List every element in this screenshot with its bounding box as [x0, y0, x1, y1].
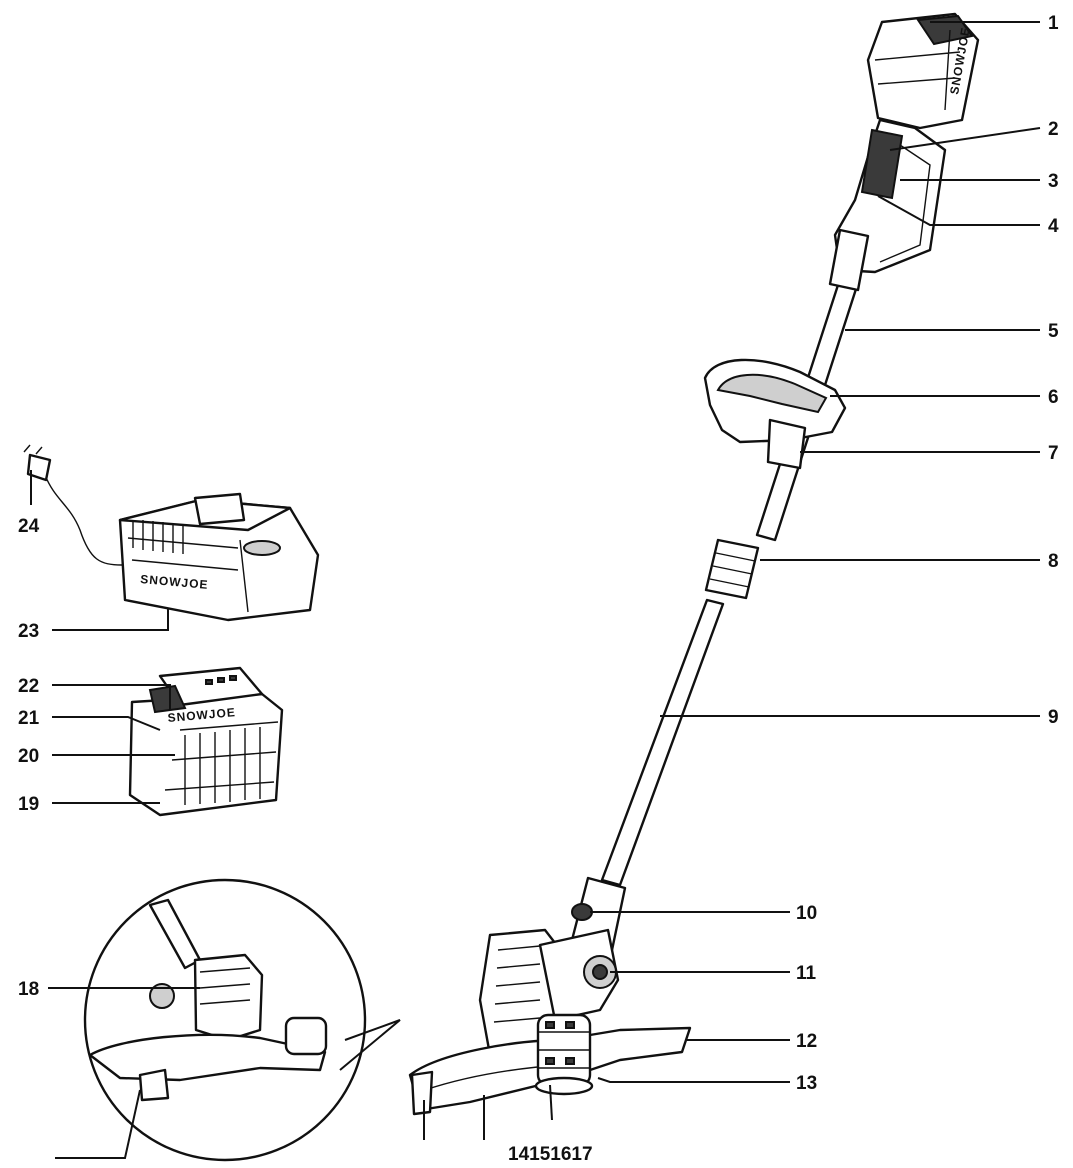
callout-13: 13: [796, 1073, 817, 1094]
charger-brand-label: SNOWJOE: [140, 572, 209, 592]
callout-10: 10: [796, 903, 817, 924]
callout-20: 20: [18, 746, 39, 767]
callout-1: 1: [1048, 13, 1059, 34]
lower-shaft: [600, 598, 725, 887]
battery-brand-label: SNOWJOE: [167, 705, 236, 725]
callout-labels: 1 2 3 4 5 6 7 8 9 10 11 12 13 14151617 1…: [18, 13, 1059, 1165]
callout-12: 12: [796, 1031, 817, 1052]
callout-7: 7: [1048, 443, 1059, 464]
shaft-coupler: [828, 228, 870, 292]
assist-handle-clamp: [766, 418, 807, 470]
battery-release-button: [148, 684, 187, 714]
leader-lines: [30, 21, 1041, 1159]
telescopic-collar: [704, 538, 760, 600]
callout-18: 18: [18, 979, 39, 1000]
callout-2: 2: [1048, 119, 1059, 140]
callout-8: 8: [1048, 551, 1059, 572]
handle-grip: [860, 128, 904, 200]
plug: [26, 453, 52, 482]
edging-wheel: [410, 1070, 434, 1116]
charger-illustration: SNOWJOE: [23, 444, 320, 622]
inset-spool: [284, 1016, 328, 1056]
callout-24: 24: [18, 516, 40, 537]
trimmer-illustration: SNOWJOE: [408, 12, 980, 1116]
inset-guard: [88, 1033, 327, 1082]
detail-inset: [83, 878, 401, 1162]
inset-motor: [193, 953, 264, 1042]
callout-21: 21: [18, 708, 40, 729]
callout-4: 4: [1048, 216, 1059, 237]
callout-22: 22: [18, 676, 39, 697]
callout-23: 23: [18, 621, 39, 642]
spool-base: [534, 1076, 594, 1096]
callout-19: 19: [18, 794, 39, 815]
inset-edge-guide: [138, 1068, 170, 1102]
callout-11: 11: [796, 963, 817, 984]
pivot-button: [571, 903, 593, 921]
charger-cord: [44, 474, 123, 566]
callout-14-17: 14151617: [508, 1144, 593, 1165]
callout-3: 3: [1048, 171, 1059, 192]
callout-9: 9: [1048, 707, 1059, 728]
callout-5: 5: [1048, 321, 1059, 342]
head-body: [538, 928, 620, 1022]
callout-6: 6: [1048, 387, 1059, 408]
battery-illustration: SNOWJOE: [128, 666, 284, 817]
